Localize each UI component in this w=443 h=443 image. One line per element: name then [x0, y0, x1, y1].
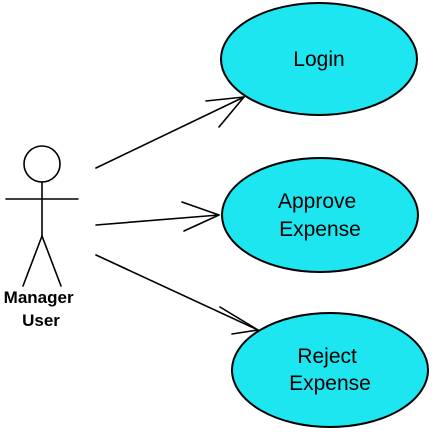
- association-login: [95, 96, 245, 169]
- usecase-label-line-2: Expense: [289, 372, 371, 395]
- association-line: [95, 254, 259, 331]
- association-line: [95, 96, 245, 169]
- usecase-ellipse: [220, 2, 418, 116]
- usecase-ellipse: [221, 157, 419, 273]
- association-reject-expense: [95, 254, 259, 335]
- usecase-label-line-2: Expense: [279, 218, 361, 241]
- association-line: [95, 214, 220, 226]
- usecase-reject-expense[interactable]: Reject Expense: [231, 312, 429, 428]
- arrow-head-icon: [219, 306, 259, 335]
- usecase-label: Approve Expense: [278, 190, 362, 241]
- actor-head: [23, 145, 61, 183]
- usecase-label-line-1: Reject: [297, 345, 357, 368]
- actor-label: Manager User: [4, 288, 79, 330]
- actor-right-leg: [41, 235, 62, 287]
- usecase-label: Login: [293, 48, 344, 71]
- actor-left-leg: [22, 235, 43, 287]
- usecase-label-line-1: Login: [293, 48, 344, 71]
- usecase-login[interactable]: Login: [220, 2, 418, 116]
- arrow-head-icon: [181, 201, 220, 232]
- actor-label-line-2: User: [22, 311, 60, 330]
- actor-label-line-1: Manager: [4, 288, 74, 307]
- stick-figure-icon: [5, 145, 79, 287]
- usecase-approve-expense[interactable]: Approve Expense: [221, 157, 419, 273]
- usecase-label-line-1: Approve: [278, 190, 356, 213]
- arrow-head-icon: [205, 96, 245, 128]
- actor: Manager User: [4, 145, 79, 330]
- association-approve-expense: [95, 201, 220, 232]
- usecase-ellipse: [231, 312, 429, 428]
- usecase-label: Reject Expense: [289, 345, 371, 395]
